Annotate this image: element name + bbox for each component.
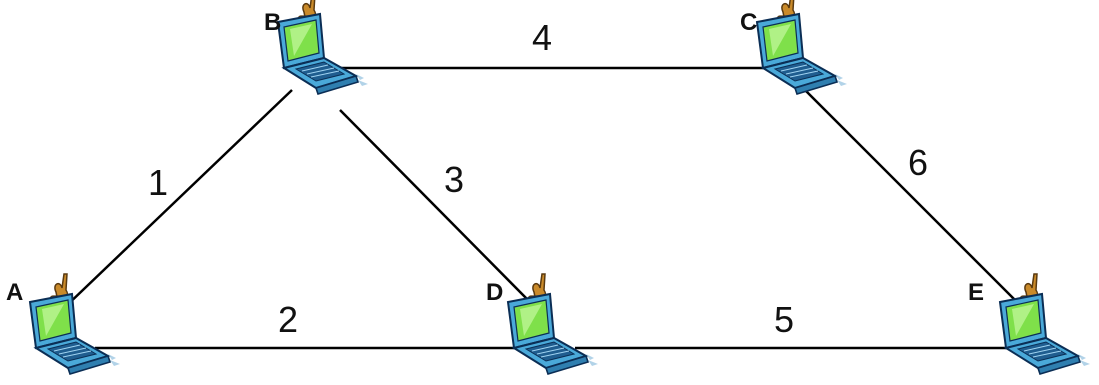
node-label-B: B — [264, 9, 281, 36]
node-D — [507, 273, 599, 375]
node-labels: A B C D E — [6, 9, 984, 306]
edge-label-6: 6 — [908, 142, 928, 183]
node-label-E: E — [968, 279, 984, 306]
node-C — [756, 0, 848, 95]
edge-3-line — [339, 109, 529, 301]
laptop-wireless-icon — [277, 0, 369, 95]
edge-label-2: 2 — [278, 299, 298, 340]
laptop-wireless-icon — [29, 273, 121, 375]
edges — [61, 66, 1036, 350]
laptop-wireless-icon — [507, 273, 599, 375]
edge-label-4: 4 — [532, 17, 552, 58]
node-A — [29, 273, 121, 375]
node-E — [999, 273, 1091, 375]
laptop-wireless-icon — [999, 273, 1091, 375]
edge-6-line — [789, 74, 1036, 321]
node-label-D: D — [486, 279, 503, 306]
node-label-A: A — [6, 279, 23, 306]
edge-labels: 1 2 3 4 5 6 — [148, 17, 928, 340]
edge-label-5: 5 — [774, 299, 794, 340]
edge-1-line — [61, 89, 293, 311]
node-label-C: C — [740, 9, 757, 36]
edge-label-1: 1 — [148, 162, 168, 203]
node-B — [277, 0, 369, 95]
edge-label-3: 3 — [444, 159, 464, 200]
laptop-wireless-icon — [756, 0, 848, 95]
